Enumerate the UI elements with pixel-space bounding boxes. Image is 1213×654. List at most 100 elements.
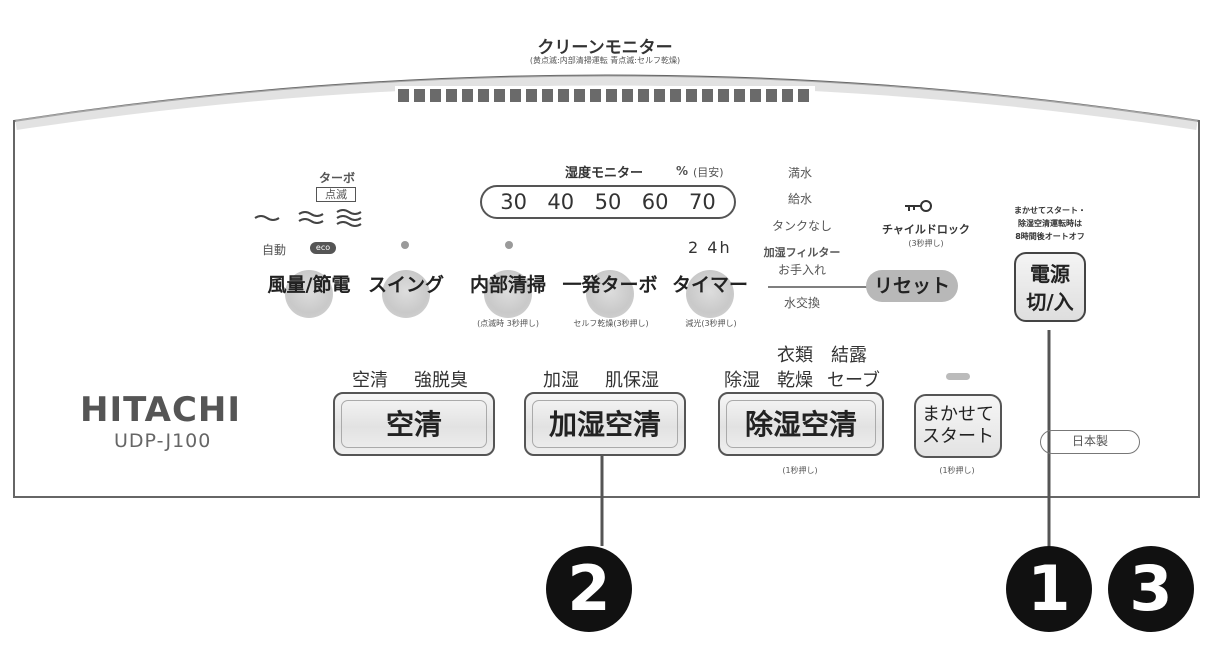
- monitor-segment: [590, 89, 601, 102]
- auto-start-label-1: まかせて: [922, 404, 994, 425]
- swing-button-pad: [382, 270, 430, 318]
- monitor-segment: [462, 89, 473, 102]
- monitor-segment: [702, 89, 713, 102]
- monitor-segment: [526, 89, 537, 102]
- dehumidify-clean-button[interactable]: 除湿空清: [718, 392, 884, 456]
- humidity-value: 30: [500, 190, 527, 214]
- humidity-value: 60: [641, 190, 669, 214]
- monitor-segment: [766, 89, 777, 102]
- clean-monitor-title: クリーンモニター: [537, 38, 673, 58]
- monitor-segment: [718, 89, 729, 102]
- swing-button[interactable]: スイング: [368, 270, 445, 318]
- fan-button-pad: [285, 270, 333, 318]
- no-tank-label: タンクなし: [771, 219, 832, 233]
- timer-button[interactable]: タイマー: [668, 270, 752, 318]
- humidify-clean-button-label: 加湿空清: [548, 408, 661, 441]
- auto-start-button[interactable]: まかせて スタート: [914, 394, 1002, 458]
- child-lock-note: (3秒押し): [908, 239, 944, 248]
- mode-label-deodorize: 強脱臭: [414, 370, 468, 391]
- mode-label-skin-care: 肌保湿: [605, 370, 659, 391]
- made-in-label: 日本製: [1040, 430, 1140, 454]
- turbo-button[interactable]: 一発ターボ: [560, 270, 660, 318]
- monitor-segment: [574, 89, 585, 102]
- humidity-value: 50: [594, 190, 622, 214]
- swing-button-label: スイング: [368, 274, 445, 296]
- monitor-segment: [654, 89, 665, 102]
- monitor-segment: [510, 89, 521, 102]
- auto-note-line2: 除湿空清運転時は: [1018, 219, 1082, 228]
- power-button-label-2: 切/入: [1026, 290, 1074, 314]
- power-button-label-1: 電源: [1030, 262, 1070, 286]
- humidity-value: 40: [547, 190, 575, 214]
- internal-clean-button-pad: [484, 270, 532, 318]
- humidity-scale: 30 40 50 60 70: [480, 185, 736, 219]
- timer-button-label: タイマー: [671, 274, 748, 296]
- air-clean-button-inner: [341, 400, 487, 448]
- mode-label-condensation: 結露: [831, 345, 867, 366]
- auto-note-line3: 8時間後オートオフ: [1015, 232, 1085, 241]
- fan-power-save-button[interactable]: 風量/節電: [254, 270, 364, 318]
- clean-monitor-subtitle: (黄点滅:内部清掃運転 青点滅:セルフ乾燥): [529, 56, 681, 65]
- mode-label-save: セーブ: [827, 370, 880, 391]
- monitor-segment: [638, 89, 649, 102]
- air-clean-button[interactable]: 空清: [333, 392, 495, 456]
- blink-label: 点滅: [316, 187, 356, 202]
- mode-label-dry: 乾燥: [777, 370, 813, 391]
- reset-button[interactable]: リセット: [866, 270, 958, 302]
- brand-logo: HITACHI: [80, 390, 242, 430]
- mode-label-clothes: 衣類: [777, 345, 813, 366]
- fan-button-label: 風量/節電: [267, 274, 351, 296]
- power-button[interactable]: 電源 切/入: [1014, 252, 1086, 322]
- humidity-monitor-title: 湿度モニター: [565, 166, 644, 181]
- dehumidify-clean-button-inner: [726, 400, 876, 448]
- mode-label-air-clean: 空清: [352, 370, 388, 391]
- model-number: UDP-J100: [114, 430, 212, 452]
- humidity-value: 70: [688, 190, 716, 214]
- humidity-unit: %: [676, 164, 689, 178]
- timer-note: 減光(3秒押し): [685, 319, 737, 328]
- key-icon: [905, 200, 932, 212]
- monitor-segment: [782, 89, 793, 102]
- timer-button-pad: [686, 270, 734, 318]
- auto-start-indicator: [946, 373, 970, 380]
- monitor-segment: [542, 89, 553, 102]
- filter-care-label-2: お手入れ: [777, 263, 826, 277]
- monitor-segment: [494, 89, 505, 102]
- full-water-label: 満水: [787, 166, 812, 180]
- monitor-segment: [558, 89, 569, 102]
- monitor-segment: [686, 89, 697, 102]
- internal-clean-button[interactable]: 内部清掃: [466, 270, 550, 318]
- humidify-clean-button[interactable]: 加湿空清: [524, 392, 686, 456]
- timer-24h-label: 2 4h: [688, 238, 732, 257]
- monitor-segment: [622, 89, 633, 102]
- dehumidify-clean-button-label: 除湿空清: [744, 408, 857, 441]
- auto-start-press-note: (1秒押し): [939, 466, 975, 475]
- child-lock-label: チャイルドロック: [882, 223, 970, 236]
- monitor-segment: [430, 89, 441, 102]
- monitor-segment: [670, 89, 681, 102]
- auto-note-line1: まかせてスタート・: [1014, 206, 1086, 215]
- monitor-segment: [734, 89, 745, 102]
- callout-3: 3: [1108, 546, 1194, 632]
- water-change-label: 水交換: [783, 296, 820, 310]
- auto-start-label-2: スタート: [922, 426, 994, 447]
- monitor-segment: [446, 89, 457, 102]
- turbo-button-label: 一発ターボ: [562, 274, 658, 296]
- air-clean-button-label: 空清: [385, 408, 442, 441]
- humidity-unit-note: (目安): [693, 166, 724, 179]
- monitor-segment: [798, 89, 809, 102]
- filter-care-label: 加湿フィルター: [763, 246, 841, 259]
- eco-label: eco: [315, 243, 331, 252]
- internal-clean-note: (点滅時 3秒押し): [477, 319, 539, 328]
- monitor-segment: [750, 89, 761, 102]
- monitor-segment: [414, 89, 425, 102]
- mode-label-humidify: 加湿: [543, 370, 579, 391]
- callout-1: 1: [1006, 546, 1092, 632]
- monitor-segment: [398, 89, 409, 102]
- auto-label: 自動: [262, 243, 287, 257]
- airflow-level-icon: [254, 209, 362, 227]
- turbo-note: セルフ乾燥(3秒押し): [573, 319, 649, 328]
- clean-monitor-indicator: [395, 86, 815, 104]
- water-supply-label: 給水: [787, 192, 812, 206]
- mode-label-dehumidify: 除湿: [724, 370, 760, 391]
